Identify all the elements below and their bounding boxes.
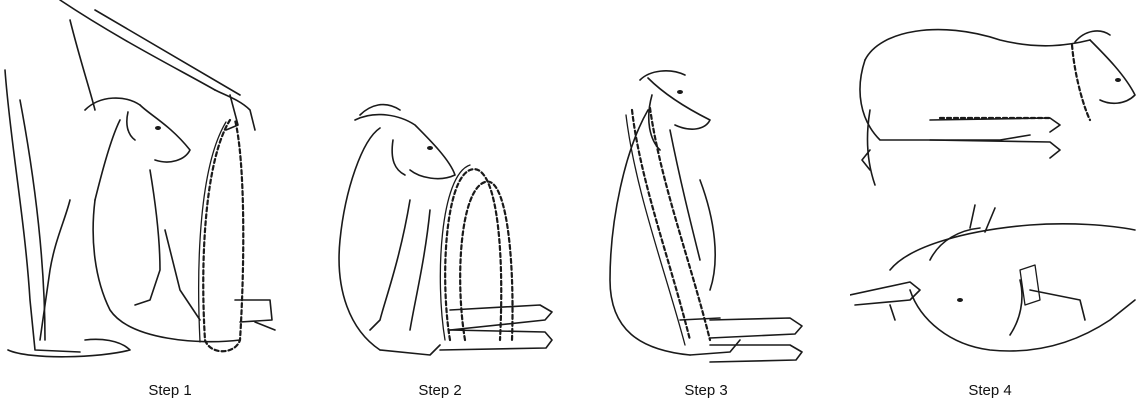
step-1-caption: Step 1	[110, 382, 230, 399]
step-3-drawing	[580, 0, 850, 380]
step-1-drawing	[0, 0, 290, 380]
step-4-caption: Step 4	[930, 382, 1050, 399]
step-4-illustration	[850, 0, 1140, 380]
step-2-illustration	[290, 0, 580, 380]
step-2-drawing	[290, 0, 580, 380]
step-2-caption: Step 2	[380, 382, 500, 399]
step-1-illustration	[0, 0, 290, 380]
step-3-caption: Step 3	[646, 382, 766, 399]
step-3-illustration	[580, 0, 850, 380]
step-4-drawing	[850, 0, 1140, 380]
